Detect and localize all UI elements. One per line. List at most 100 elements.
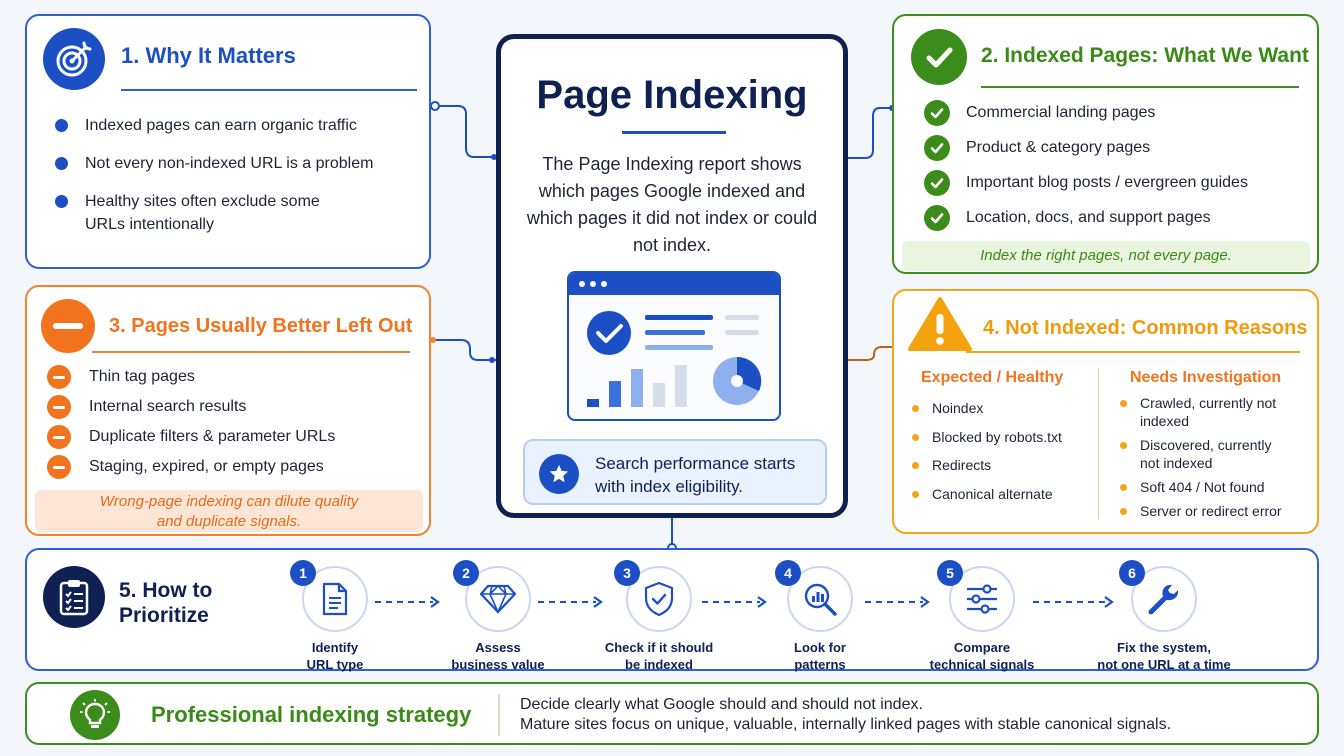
check-icon <box>924 100 950 126</box>
list-item: Soft 404 / Not found <box>1118 478 1308 496</box>
section-title: 3. Pages Usually Better Left Out <box>109 315 413 337</box>
page-title: Page Indexing <box>536 73 808 117</box>
step-number: 4 <box>775 560 801 586</box>
expected-list: Noindex Blocked by robots.txt Redirects … <box>910 399 1062 513</box>
list-item: Blocked by robots.txt <box>910 428 1062 457</box>
check-icon <box>924 205 950 231</box>
step-number: 2 <box>453 560 479 586</box>
divider <box>966 351 1300 353</box>
browser-bar <box>569 273 779 295</box>
note: Wrong-page indexing can dilute quality a… <box>35 490 423 532</box>
arrow-icon <box>865 596 930 608</box>
investigate-list: Crawled, currently not indexed Discovere… <box>1118 394 1308 526</box>
section-title: 2. Indexed Pages: What We Want <box>981 44 1309 67</box>
bullet-icon <box>55 119 68 132</box>
indexed-pages-card: 2. Indexed Pages: What We Want Commercia… <box>892 14 1319 274</box>
list-item: Server or redirect error <box>1118 502 1308 520</box>
target-icon <box>43 28 105 90</box>
step-number: 1 <box>290 560 316 586</box>
lightbulb-icon <box>70 690 120 740</box>
why-it-matters-card: 1. Why It Matters Indexed pages can earn… <box>25 14 431 269</box>
callout-text: Search performance starts with index eli… <box>595 454 796 496</box>
clipboard-icon <box>43 566 105 628</box>
bullet-list: Indexed pages can earn organic traffic N… <box>53 114 413 251</box>
check-icon <box>911 29 967 85</box>
list-item: Not every non-indexed URL is a problem <box>53 152 413 175</box>
banner-text: Decide clearly what Google should and sh… <box>520 696 1172 733</box>
arrow-icon <box>1033 596 1114 608</box>
list-item: Canonical alternate <box>910 485 1062 514</box>
page-indexing-panel: Page Indexing The Page Indexing report s… <box>496 34 848 518</box>
minus-icon <box>47 425 71 449</box>
bullet-icon <box>1120 442 1127 449</box>
list-item: Commercial landing pages <box>924 100 1248 136</box>
list-item: Crawled, currently not indexed <box>1118 394 1278 430</box>
bullet-icon <box>912 433 919 441</box>
check-icon <box>924 135 950 161</box>
bullet-icon <box>912 405 919 412</box>
list-item: Discovered, currently not indexed <box>1118 436 1288 472</box>
arrow-icon <box>538 596 603 608</box>
report-browser-illustration <box>567 271 781 421</box>
minus-icon <box>41 299 95 353</box>
list-item: Thin tag pages <box>47 365 335 395</box>
star-icon <box>539 454 579 494</box>
banner-title: Professional indexing strategy <box>151 702 472 727</box>
section-title: 5. How to Prioritize <box>119 579 213 627</box>
warning-icon <box>908 297 972 351</box>
step-number: 5 <box>937 560 963 586</box>
bullet-icon <box>55 195 68 208</box>
report-chart-icon <box>587 311 762 407</box>
check-icon <box>924 170 950 196</box>
callout-box: Search performance starts with index eli… <box>523 439 827 505</box>
step-number: 3 <box>614 560 640 586</box>
minus-list: Thin tag pages Internal search results D… <box>47 365 335 485</box>
step-number: 6 <box>1119 560 1145 586</box>
section-title: 4. Not Indexed: Common Reasons <box>983 317 1308 339</box>
description: The Page Indexing report shows which pag… <box>526 154 818 255</box>
section-title: 1. Why It Matters <box>121 43 296 68</box>
bullet-icon <box>1120 400 1127 407</box>
arrow-icon <box>702 596 767 608</box>
arrow-icon <box>375 596 440 608</box>
bullet-icon <box>1120 508 1127 515</box>
list-item: Product & category pages <box>924 135 1248 171</box>
divider <box>981 86 1299 88</box>
list-item: Redirects <box>910 456 1062 485</box>
divider <box>121 89 417 91</box>
step-6: 6 Fix the system,not one URL at a time <box>1079 560 1249 672</box>
bullet-icon <box>1120 484 1127 491</box>
strategy-banner: Professional indexing strategy Decide cl… <box>25 682 1319 745</box>
list-item: Important blog posts / evergreen guides <box>924 170 1248 206</box>
list-item: Healthy sites often exclude some URLs in… <box>53 190 343 236</box>
bullet-icon <box>912 490 919 498</box>
list-item: Duplicate filters & parameter URLs <box>47 425 335 455</box>
minus-icon <box>47 455 71 479</box>
list-item: Staging, expired, or empty pages <box>47 455 335 485</box>
note: Index the right pages, not every page. <box>902 241 1310 271</box>
divider <box>622 131 726 134</box>
left-out-card: 3. Pages Usually Better Left Out Thin ta… <box>25 285 431 536</box>
minus-icon <box>47 395 71 419</box>
magnifier-chart-icon <box>787 566 853 632</box>
list-item: Indexed pages can earn organic traffic <box>53 114 413 137</box>
divider <box>498 694 500 736</box>
column-divider <box>1098 369 1099 519</box>
expected-heading: Expected / Healthy <box>921 369 1064 386</box>
list-item: Noindex <box>910 399 1062 428</box>
list-item: Location, docs, and support pages <box>924 205 1248 241</box>
divider <box>92 351 410 353</box>
not-indexed-card: 4. Not Indexed: Common Reasons Expected … <box>892 289 1319 534</box>
bullet-icon <box>912 462 919 469</box>
